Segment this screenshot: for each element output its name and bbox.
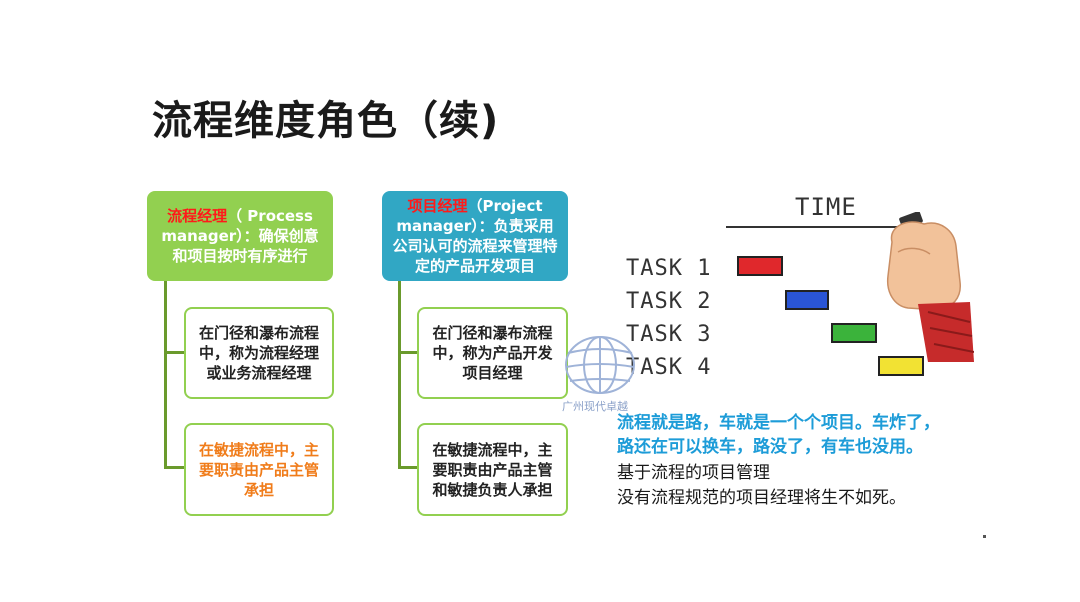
project-manager-child-waterfall: 在门径和瀑布流程中，称为产品开发项目经理 <box>417 307 568 399</box>
process-branch-1 <box>164 351 186 354</box>
gantt-bar-2 <box>785 290 829 310</box>
hand-marker-icon <box>886 212 974 362</box>
decorative-dot <box>983 535 986 538</box>
globe-watermark-icon <box>565 336 635 394</box>
process-branch-2 <box>164 466 186 469</box>
quote-line-2: 路还在可以换车，路没了，有车也没用。 <box>617 437 923 457</box>
project-tree-line <box>398 281 401 468</box>
process-child1-text: 在门径和瀑布流程中，称为流程经理或业务流程经理 <box>198 324 319 382</box>
project-manager-header: 项目经理（Project manager）：负责采用公司认可的流程来管理特定的产… <box>382 191 568 281</box>
project-manager-desc: （Project manager）：负责采用公司认可的流程来管理特定的产品开发项… <box>392 197 558 275</box>
process-manager-header: 流程经理（ Process manager）：确保创意和项目按时有序进行 <box>147 191 333 281</box>
process-child2-text: 在敏捷流程中，主要职责由产品主管承担 <box>198 440 319 499</box>
gantt-bar-3 <box>831 323 877 343</box>
gantt-task-4-label: TASK 4 <box>626 355 712 380</box>
quote-line-1: 流程就是路，车就是一个个项目。车炸了， <box>617 413 940 433</box>
process-manager-title: 流程经理 <box>167 207 228 225</box>
gantt-bar-1 <box>737 256 783 276</box>
gantt-bar-4 <box>878 356 924 376</box>
process-manager-desc: （ Process manager）：确保创意和项目按时有序进行 <box>161 207 319 265</box>
project-manager-title: 项目经理 <box>407 197 468 215</box>
project-branch-2 <box>398 466 420 469</box>
page-title: 流程维度角色（续) <box>152 98 500 144</box>
project-child1-text: 在门径和瀑布流程中，称为产品开发项目经理 <box>432 324 553 382</box>
gantt-task-1-label: TASK 1 <box>626 256 712 281</box>
project-branch-1 <box>398 351 420 354</box>
process-tree-line <box>164 281 167 468</box>
gantt-task-2-label: TASK 2 <box>626 289 712 314</box>
gantt-time-label: TIME <box>795 193 857 221</box>
project-manager-child-agile: 在敏捷流程中，主要职责由产品主管和敏捷负责人承担 <box>417 423 568 516</box>
gantt-time-axis <box>726 226 916 228</box>
process-manager-child-waterfall: 在门径和瀑布流程中，称为流程经理或业务流程经理 <box>184 307 334 399</box>
gantt-task-3-label: TASK 3 <box>626 322 712 347</box>
note-line-2: 没有流程规范的项目经理将生不如死。 <box>617 488 906 508</box>
process-manager-child-agile: 在敏捷流程中，主要职责由产品主管承担 <box>184 423 334 516</box>
watermark-text: 广州现代卓越 <box>562 400 628 413</box>
project-child2-text: 在敏捷流程中，主要职责由产品主管和敏捷负责人承担 <box>432 440 553 499</box>
note-line-1: 基于流程的项目管理 <box>617 463 770 483</box>
